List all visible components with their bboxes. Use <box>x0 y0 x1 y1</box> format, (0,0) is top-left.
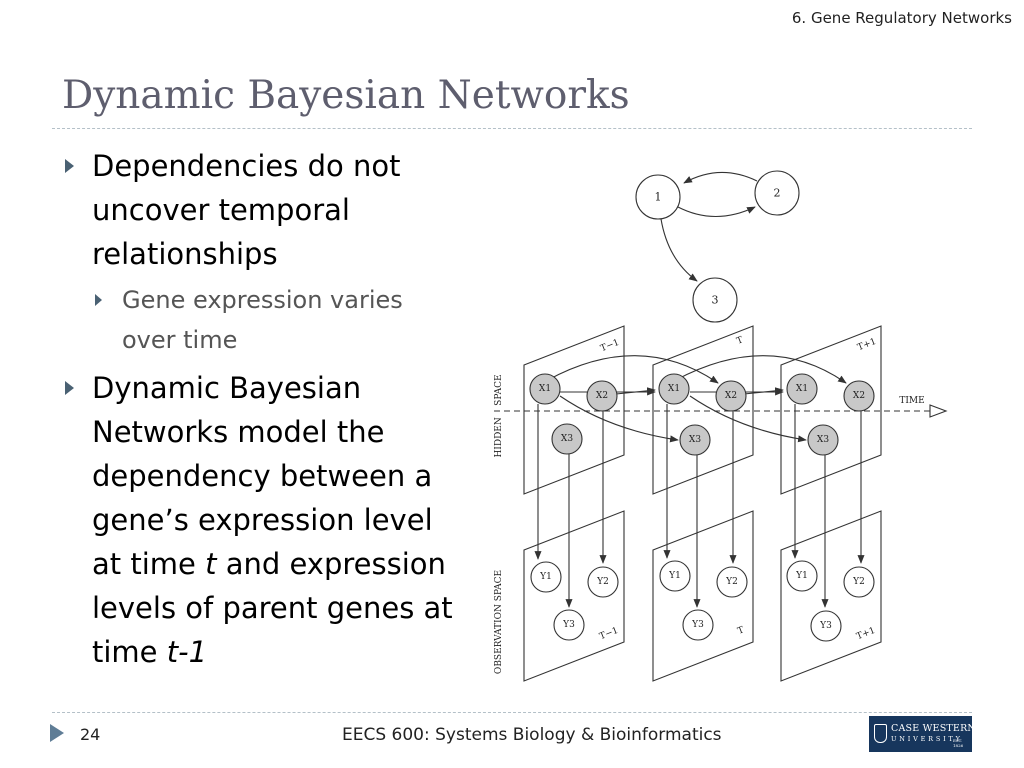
slide-title: Dynamic Bayesian Networks <box>62 73 630 118</box>
node-label: X2 <box>853 391 865 401</box>
node-label: X2 <box>725 391 737 401</box>
node-2-label: 2 <box>774 187 781 200</box>
node-label: Y1 <box>795 571 808 581</box>
footer-arrow-icon <box>50 724 64 742</box>
node-label: X3 <box>689 435 701 445</box>
node-label: Y3 <box>562 620 575 630</box>
edge-2-1 <box>683 171 758 184</box>
slice-label-hidden: T <box>735 335 744 346</box>
logo-est: EST. 1826 <box>953 738 964 748</box>
y3-node <box>810 610 842 642</box>
node-label: Y3 <box>691 620 704 630</box>
x2-node <box>586 380 618 412</box>
hidden-space-label: HIDDEN SPACE <box>494 374 504 457</box>
section-label: 6. Gene Regulatory Networks <box>791 9 1012 27</box>
y3-node <box>682 609 714 641</box>
bullet-text-italic: t-1 <box>166 635 208 669</box>
x1-node <box>658 373 690 405</box>
bullet-arrow-icon <box>65 159 74 173</box>
node-label: Y2 <box>725 577 738 587</box>
slice-label-obs: T−1 <box>598 626 620 642</box>
bullet-text-part: and expression levels of parent genes at… <box>92 547 453 669</box>
footer-divider <box>52 712 972 713</box>
node-label: Y2 <box>596 577 609 587</box>
footer-course: EECS 600: Systems Biology & Bioinformati… <box>342 725 722 745</box>
slice-label-obs: T <box>736 625 745 636</box>
obs-slice-t-plus-1 <box>780 510 882 682</box>
sub-bullet-arrow-icon <box>95 294 102 306</box>
hidden-slice-t <box>652 325 754 495</box>
bullet-arrow-icon <box>65 381 74 395</box>
y1-node <box>530 561 562 593</box>
x1-node <box>786 373 818 405</box>
page-number: 24 <box>80 725 101 744</box>
y1-node <box>786 560 818 592</box>
node-label: Y3 <box>819 621 832 631</box>
dbn-diagram: 1 2 3 X1 X2 X3 X1 X2 X3 X1 X2 X3 Y1 Y2 Y… <box>494 170 948 682</box>
seal-icon <box>874 724 887 743</box>
x3-node <box>679 424 711 456</box>
slice-label-hidden: T−1 <box>599 338 621 354</box>
university-logo: CASE WESTERN RESERVE UNIVERSITY EST. 182… <box>869 716 1024 752</box>
x2-node <box>715 380 747 412</box>
hidden-slice-t-minus-1 <box>523 325 625 495</box>
obs-slice-t <box>652 510 754 682</box>
bullet-text: Dependencies do not uncover temporal rel… <box>92 149 401 271</box>
bullet-text-part: Dynamic Bayesian Networks model the depe… <box>92 371 433 581</box>
y1-node <box>659 560 691 592</box>
edge-1-3 <box>660 218 698 282</box>
y2-node <box>716 566 748 598</box>
obs-slice-t-minus-1 <box>523 510 625 682</box>
node-label: X3 <box>561 434 573 444</box>
node-3-label: 3 <box>712 294 719 307</box>
title-divider <box>52 128 972 129</box>
x2-node <box>843 380 875 412</box>
x3-node <box>551 423 583 455</box>
x1-node <box>529 373 561 405</box>
x3-node <box>807 424 839 456</box>
node-label: X1 <box>796 384 808 394</box>
node-label: X3 <box>817 435 829 445</box>
slice-label-hidden: T+1 <box>856 337 878 353</box>
node-label: X2 <box>596 391 608 401</box>
logo-line1: CASE WESTERN RESERVE <box>891 723 1024 734</box>
slice-label-obs: T+1 <box>855 626 877 642</box>
node-label: Y1 <box>539 572 552 582</box>
y2-node <box>587 566 619 598</box>
node-3 <box>692 277 738 323</box>
edge-1-2 <box>677 206 756 218</box>
time-label: TIME <box>899 396 924 406</box>
bullet-text-italic: t <box>205 547 217 581</box>
node-label: X1 <box>668 384 680 394</box>
node-1-label: 1 <box>655 191 662 204</box>
logo-line2: UNIVERSITY <box>891 735 963 743</box>
y3-node <box>553 609 585 641</box>
node-1 <box>635 174 681 220</box>
node-label: Y1 <box>668 571 681 581</box>
hidden-slice-t-plus-1 <box>780 325 882 495</box>
sub-bullet-text: Gene expression varies over time <box>122 286 403 354</box>
node-2 <box>754 170 800 216</box>
bullet-dependencies: Dependencies do not uncover temporal rel… <box>62 144 462 276</box>
node-label: X1 <box>539 384 551 394</box>
sub-bullet-expression: Gene expression varies over time <box>62 280 462 360</box>
bullet-list: Dependencies do not uncover temporal rel… <box>62 144 462 674</box>
bullet-dbn: Dynamic Bayesian Networks model the depe… <box>62 366 462 674</box>
observation-space-label: OBSERVATION SPACE <box>494 570 504 674</box>
y2-node <box>843 566 875 598</box>
time-arrow-icon <box>929 404 948 418</box>
node-label: Y2 <box>852 577 865 587</box>
